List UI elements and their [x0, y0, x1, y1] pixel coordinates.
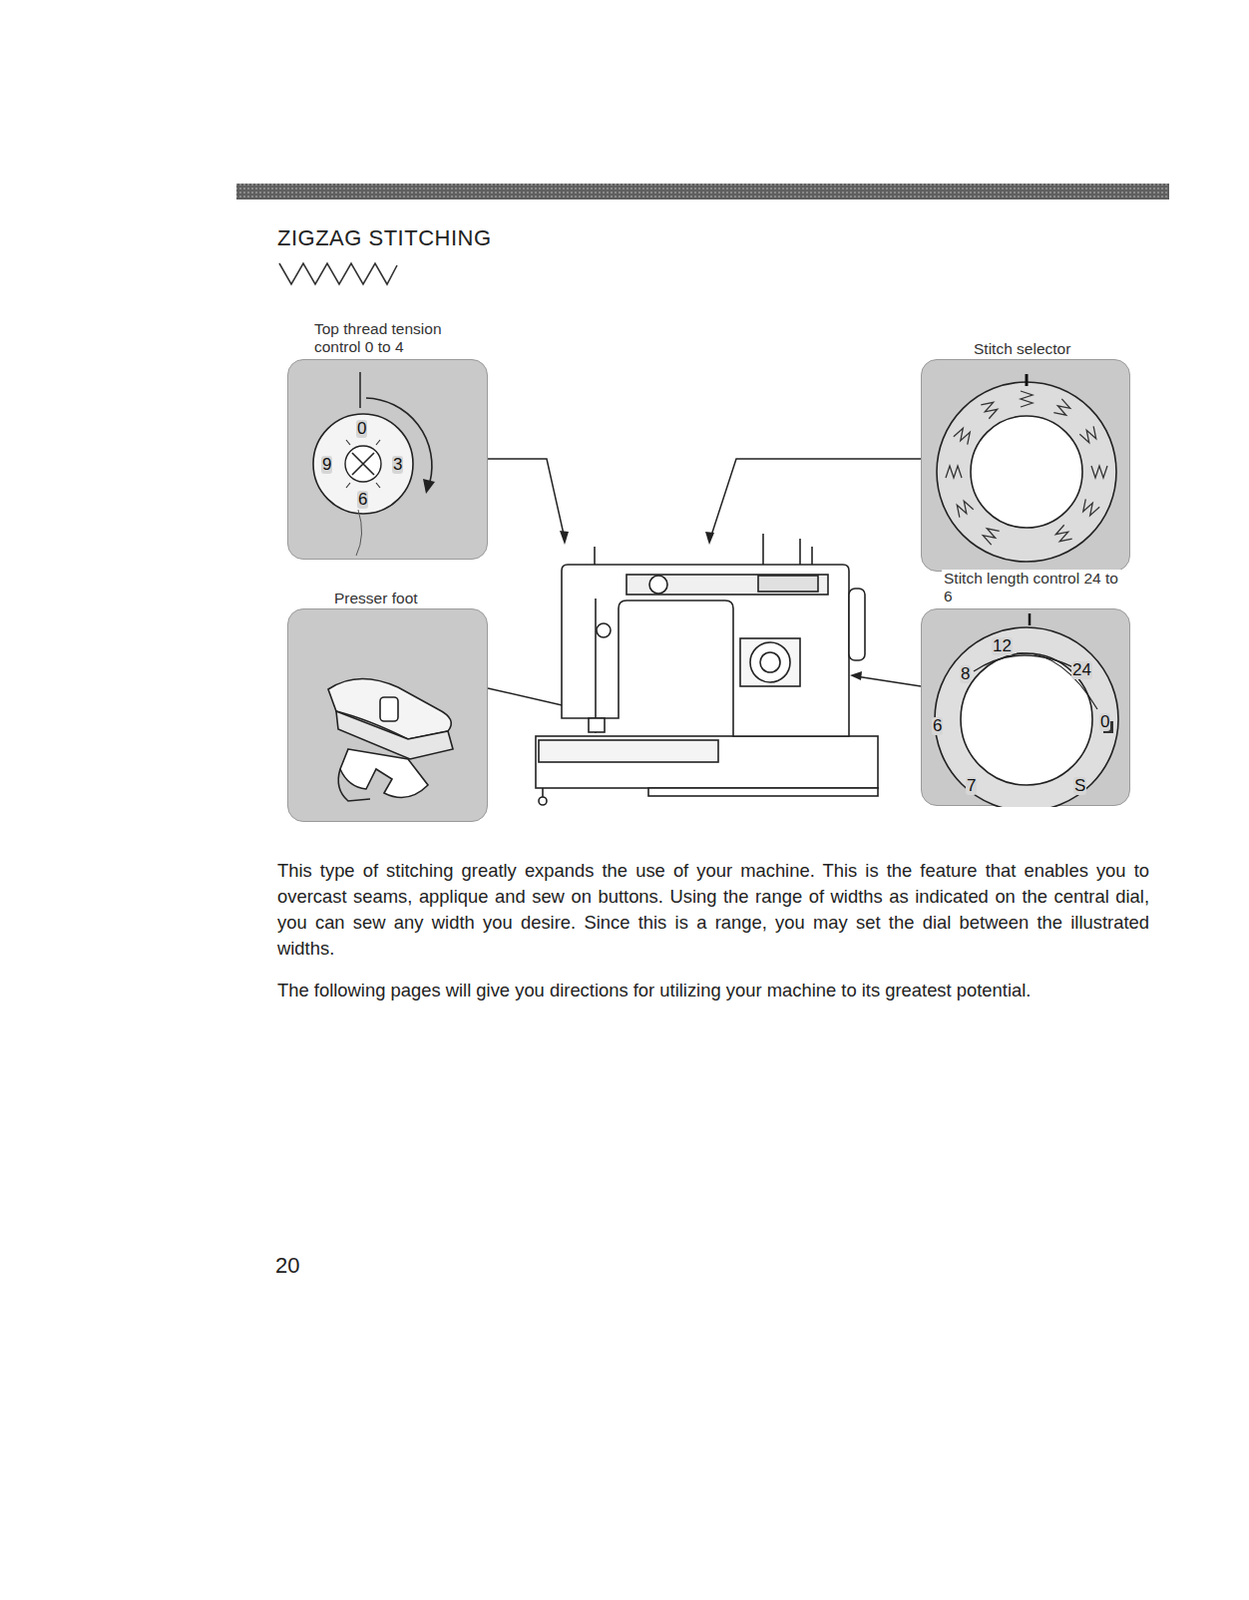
dial-number: 6	[357, 490, 369, 509]
body-paragraph: The following pages will give you direct…	[277, 977, 1150, 1004]
stitch-symbol	[1053, 399, 1072, 419]
dial-number: 0	[356, 419, 368, 438]
stitch-length-dial-drawing	[921, 609, 1132, 808]
inset-panel: Top thread tension control 0 to 40369	[287, 359, 488, 560]
inset-panel: Presser foot	[287, 608, 488, 823]
inset-panel: Stitch selector	[920, 359, 1131, 572]
stitch-symbol	[1020, 391, 1033, 408]
dial-number: 24	[1071, 661, 1093, 680]
dial-number: 9	[321, 455, 333, 474]
stitch-symbol	[1091, 465, 1108, 478]
stitch-symbol	[1079, 425, 1100, 444]
page-title: ZIGZAG STITCHING	[277, 225, 492, 252]
dial-number: 6	[931, 717, 943, 736]
stitch-symbol	[945, 465, 962, 478]
dial-number: 8	[959, 665, 971, 684]
stitch-symbol	[1079, 498, 1100, 517]
stitch-symbol	[980, 399, 999, 419]
leader-lines	[487, 458, 921, 711]
presser-foot-drawing	[288, 609, 489, 824]
zigzag-symbol	[279, 263, 398, 285]
dial-number: 3	[392, 455, 404, 474]
stitch-selector-drawing	[921, 360, 1132, 573]
header-band	[236, 183, 1170, 200]
stitch-symbol	[953, 498, 974, 517]
stitch-symbol	[953, 425, 974, 444]
tension-dial-drawing	[288, 360, 489, 561]
dial-number: 0	[1099, 713, 1111, 732]
inset-caption: Stitch length control 24 to 6	[941, 569, 1132, 606]
inset-caption: Stitch selector	[971, 340, 1126, 359]
sewing-machine	[535, 533, 878, 806]
dial-number: S	[1073, 777, 1087, 796]
inset-panel: Stitch length control 24 to 612240867S	[920, 608, 1131, 807]
body-paragraph: This type of stitching greatly expands t…	[277, 857, 1150, 962]
stitch-symbol	[980, 524, 999, 545]
dial-number: 12	[991, 637, 1013, 656]
page-number: 20	[275, 1252, 336, 1279]
inset-caption: Top thread tension control 0 to 4	[312, 320, 488, 357]
stitch-symbol	[1053, 524, 1072, 545]
inset-caption: Presser foot	[332, 589, 456, 608]
dial-number: 7	[965, 777, 977, 796]
